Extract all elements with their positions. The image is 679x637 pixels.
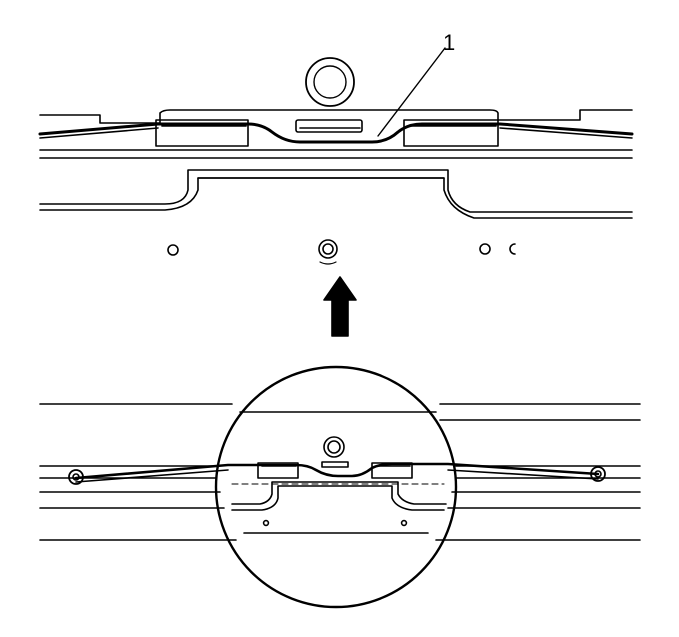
fastener-overview [321,436,349,468]
seal-strip-top [38,122,634,144]
seal-strip-lower-edge-right [499,127,633,139]
clip-right-overview [371,462,413,479]
center-tab-top [295,119,363,133]
recess-overview-inner [231,481,447,505]
hole-overview-left [262,519,270,527]
end-grommet-right [590,466,606,482]
hole-left [167,244,179,256]
seal-strip-lower-edge [39,127,159,139]
hole-right-2 [509,243,516,255]
fastener-top [305,57,355,107]
seal-strip-overview-lower-r [447,469,599,480]
clip-left-top [155,119,249,147]
clip-right-top [403,119,499,147]
hole-right-1 [479,243,491,255]
detail-view-top: 1 [38,30,634,265]
callout-1: 1 [443,30,455,55]
hole-overview-right [400,519,408,527]
overview-view-bottom [39,365,641,609]
panel-top-edge [39,109,633,124]
magnifier-circle [214,365,458,609]
recess-outline-outer [39,169,633,213]
clip-left-overview [257,462,299,479]
hole-center-fastener [318,239,338,265]
end-grommet-left [68,469,84,485]
callout-leader-1 [377,47,446,137]
seal-strip-overview-lower [75,469,229,483]
up-arrow-icon [323,276,357,337]
recess-overview-outer [231,485,445,511]
